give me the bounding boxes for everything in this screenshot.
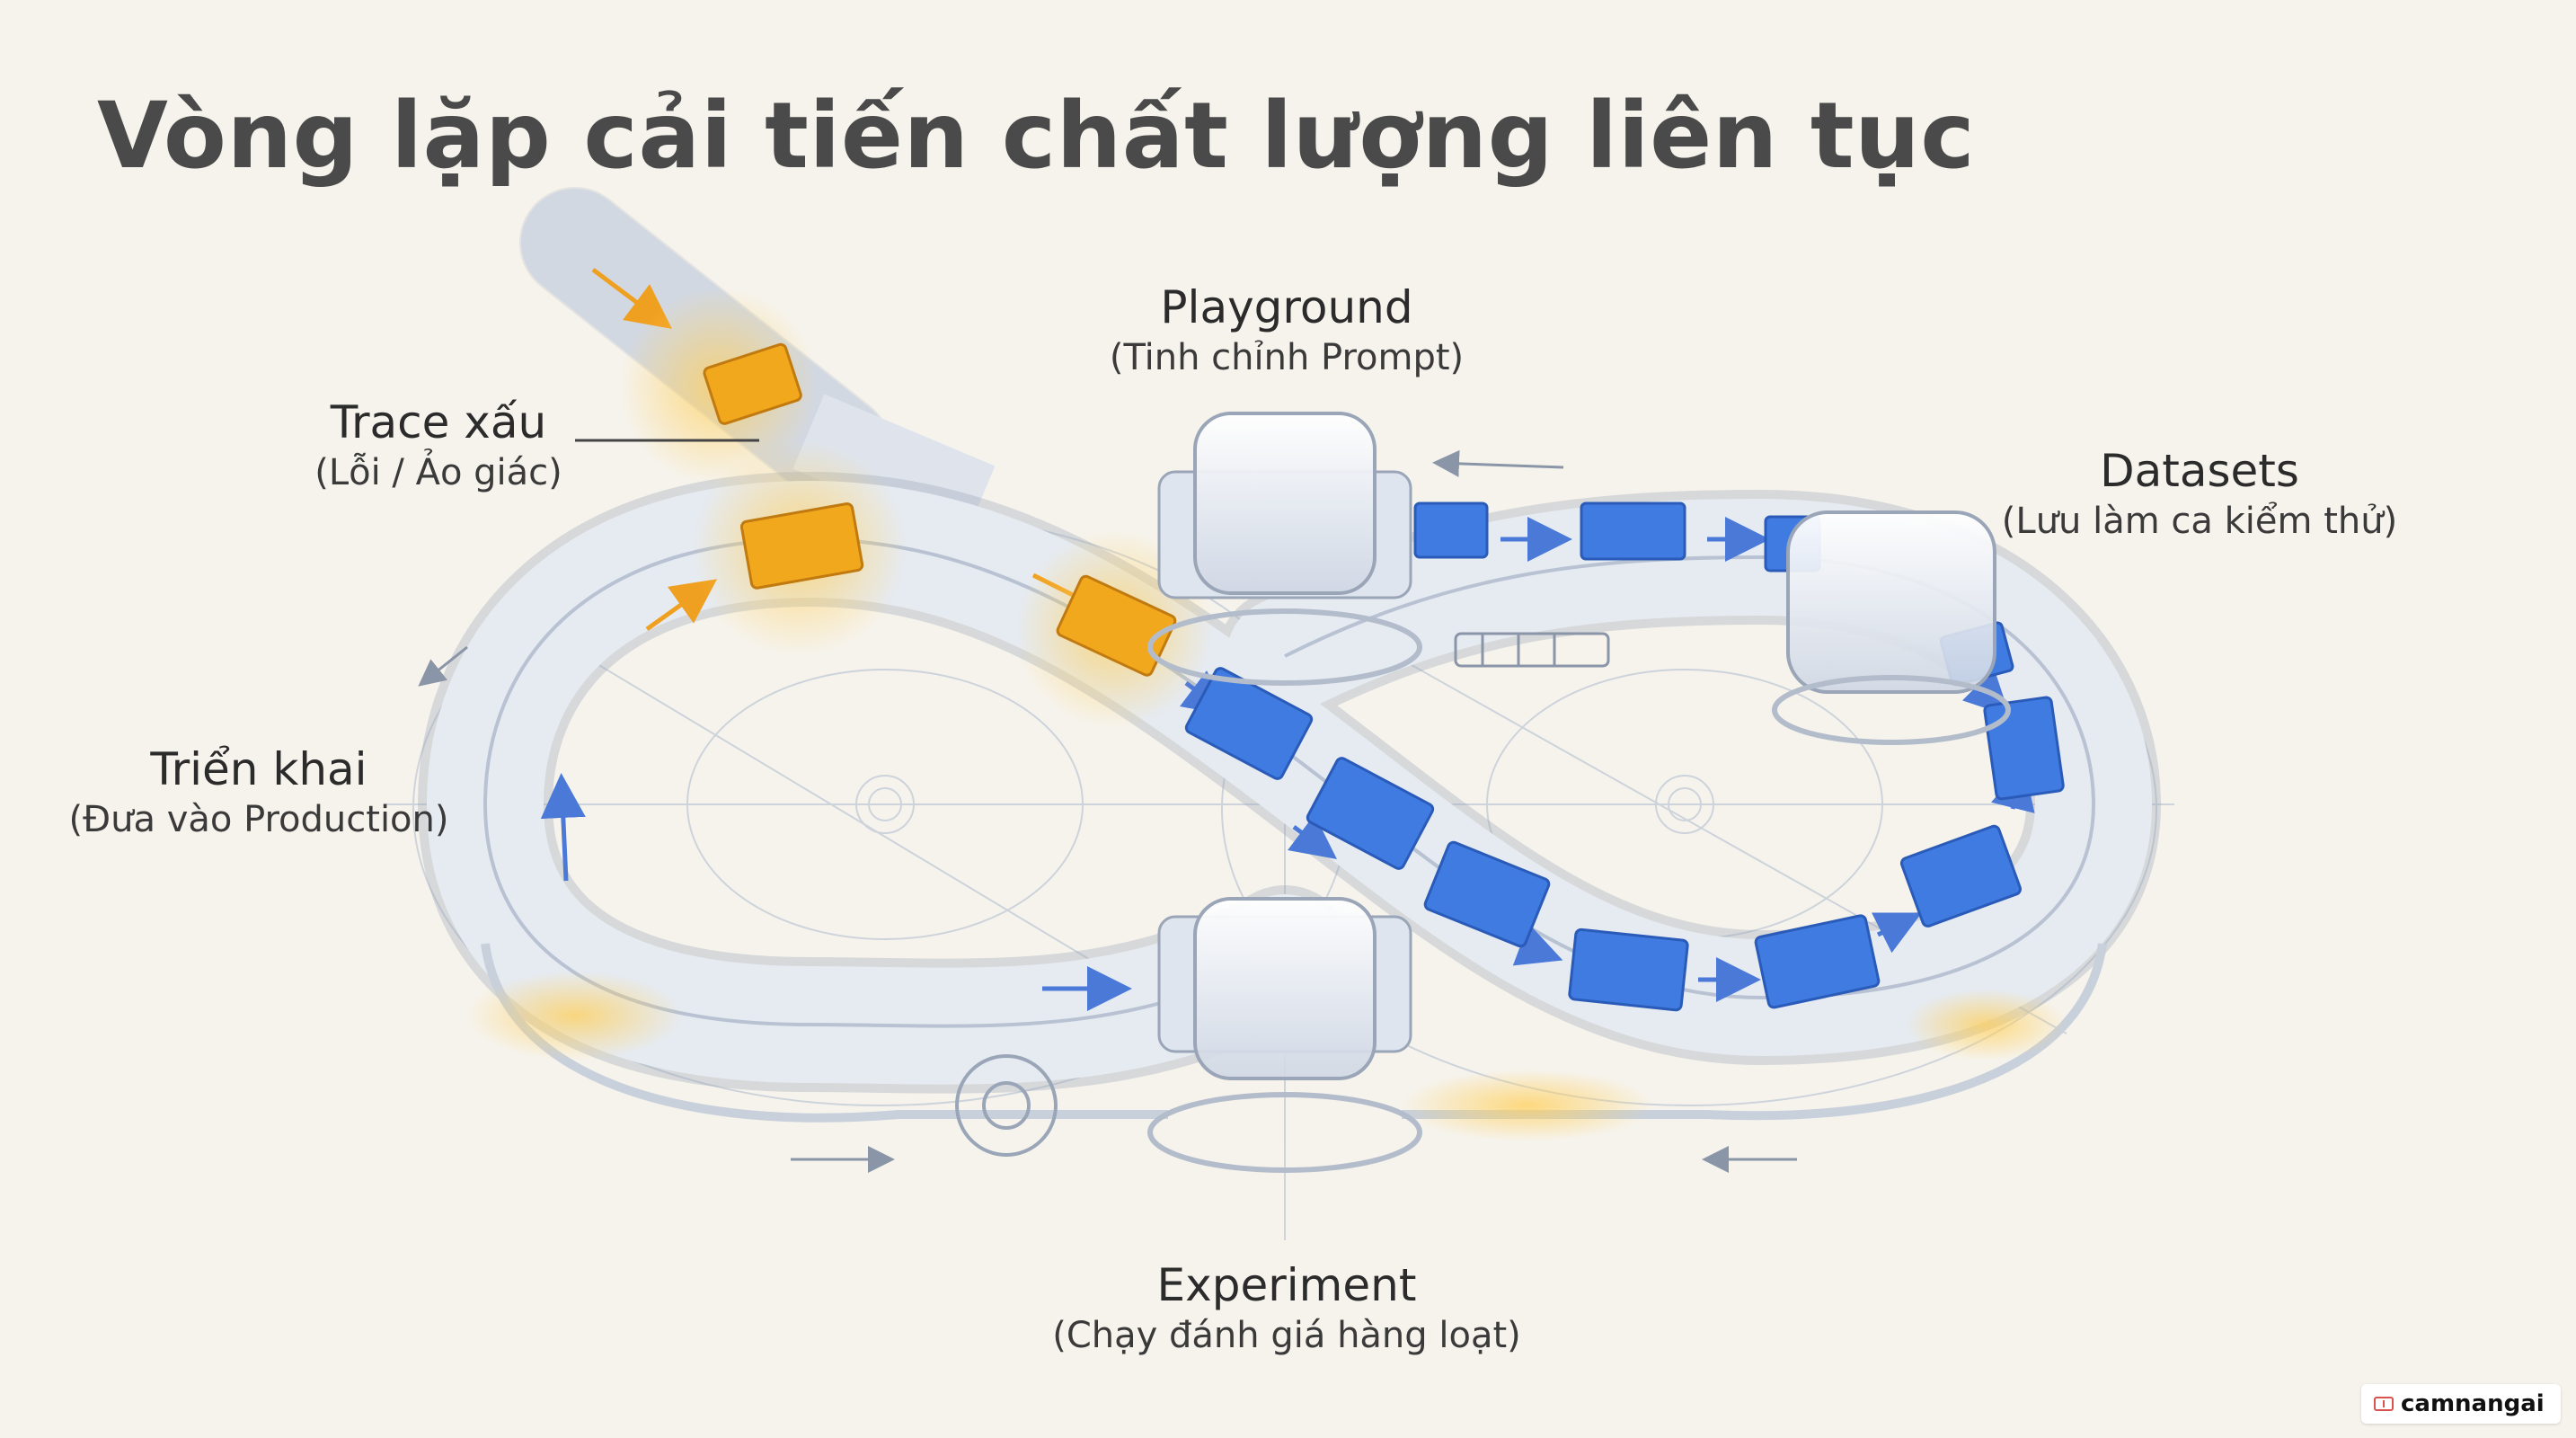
- label-deploy: Triển khai (Đưa vào Production): [69, 742, 449, 843]
- playground-name: Playground: [1160, 281, 1413, 333]
- experiment-desc: (Chạy đánh giá hàng loạt): [1052, 1315, 1521, 1356]
- label-datasets: Datasets (Lưu làm ca kiểm thử): [2002, 444, 2397, 545]
- bad-trace-items: [703, 342, 1177, 677]
- station-experiment: [1147, 897, 1422, 1173]
- bad-trace-name: Trace xấu: [330, 396, 547, 448]
- deploy-desc: (Đưa vào Production): [68, 799, 449, 840]
- page-title: Vòng lặp cải tiến chất lượng liên tục: [97, 83, 1976, 190]
- label-playground: Playground (Tinh chỉnh Prompt): [1110, 280, 1464, 381]
- datasets-desc: (Lưu làm ca kiểm thử): [2001, 501, 2398, 542]
- watermark-text: camnangai: [2401, 1390, 2545, 1417]
- test-case-items: [1184, 502, 2065, 1012]
- book-icon: [2374, 1397, 2394, 1411]
- glow-spots: [467, 288, 2067, 1141]
- label-experiment: Experiment (Chạy đánh giá hàng loạt): [1052, 1258, 1521, 1359]
- gear-icon: [955, 1054, 1058, 1157]
- connector-detail: [1454, 632, 1610, 668]
- station-datasets: [1772, 510, 2011, 745]
- datasets-name: Datasets: [2100, 445, 2299, 497]
- deploy-name: Triển khai: [150, 743, 367, 795]
- label-bad-trace: Trace xấu (Lỗi / Ảo giác): [314, 395, 562, 496]
- experiment-name: Experiment: [1156, 1259, 1417, 1311]
- station-playground: [1147, 412, 1422, 686]
- playground-desc: (Tinh chỉnh Prompt): [1109, 337, 1465, 378]
- bad-trace-desc: (Lỗi / Ảo giác): [314, 452, 562, 493]
- watermark: camnangai: [2361, 1384, 2561, 1424]
